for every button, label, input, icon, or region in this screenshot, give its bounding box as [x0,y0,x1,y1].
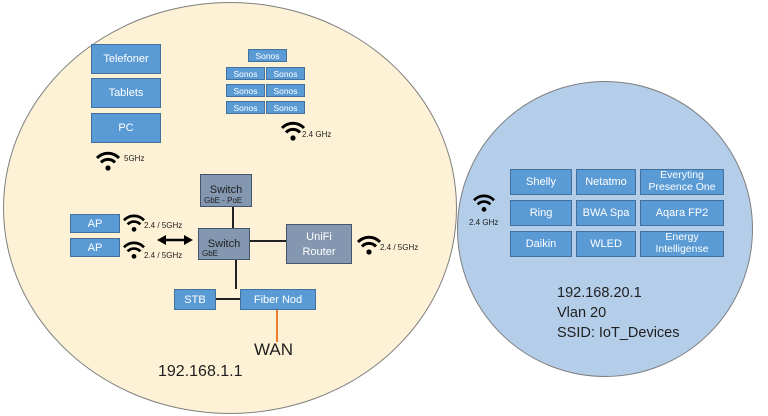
fiber-node-box: Fiber Nod [240,289,316,310]
switch-poe-box: Switch GbE - PoE [200,174,252,207]
iot-device-box: WLED [576,231,636,257]
router-box: UniFi Router [286,224,352,264]
link-fiber-wan [276,310,278,342]
switch-gbe-sub: GbE [202,249,219,258]
link-stb-fiber [216,298,240,300]
iot-device-box: Everyting Presence One [640,169,724,195]
pc-wifi-label: 5GHz [124,154,145,163]
iot-device-box: BWA Spa [576,200,636,226]
iot-vlan-label: Vlan 20 [557,305,607,321]
sonos-box: Sonos [226,101,265,114]
switch-poe-label: Switch [209,184,243,196]
link-gbe-fiber [235,259,237,289]
iot-device-box: Shelly [510,169,572,195]
sonos-box: Sonos [248,49,287,62]
wifi-icon [95,151,121,171]
switch-gbe-box: Switch GbE [198,228,250,260]
main-ip-label: 192.168.1.1 [158,363,243,380]
router-label-line2: Router [302,246,336,258]
iot-device-box: Netatmo [576,169,636,195]
iot-device-box: Aqara FP2 [640,200,724,226]
iot-device-box: Daikin [510,231,572,257]
link-poe-gbe [232,207,234,228]
switch-gbe-label: Switch [207,238,241,250]
ap-box: AP [70,238,120,257]
sonos-box: Sonos [226,67,265,80]
switch-poe-sub: GbE - PoE [204,196,243,205]
pc-box: PC [91,113,161,143]
wifi-icon [356,235,382,255]
iot-device-box: Ring [510,200,572,226]
wifi-icon [473,194,495,212]
iot-ip-label: 192.168.20.1 [557,285,642,301]
sonos-box: Sonos [266,67,305,80]
router-label-line1: UniFi [306,231,332,243]
iot-wifi-label: 2.4 GHz [469,218,499,227]
sonos-box: Sonos [266,84,305,97]
tablets-box: Tablets [91,78,161,108]
ap2-wifi-label: 2.4 / 5GHz [144,251,183,260]
sonos-wifi-label: 2.4 GHz [302,130,332,139]
wan-label: WAN [254,340,294,359]
wifi-icon [123,241,145,259]
phones-box: Telefoner [91,44,161,74]
ap1-wifi-label: 2.4 / 5GHz [144,221,183,230]
wifi-icon [280,121,306,141]
ap-box: AP [70,214,120,233]
link-gbe-router [250,240,286,242]
iot-network-zone [457,81,753,377]
router-wifi-label: 2.4 / 5GHz [380,243,419,252]
sonos-box: Sonos [266,101,305,114]
sonos-box: Sonos [226,84,265,97]
wifi-icon [123,214,145,232]
iot-device-box: Energy Intelligense [640,231,724,257]
stb-box: STB [174,289,216,310]
iot-ssid-label: SSID: IoT_Devices [557,325,680,341]
